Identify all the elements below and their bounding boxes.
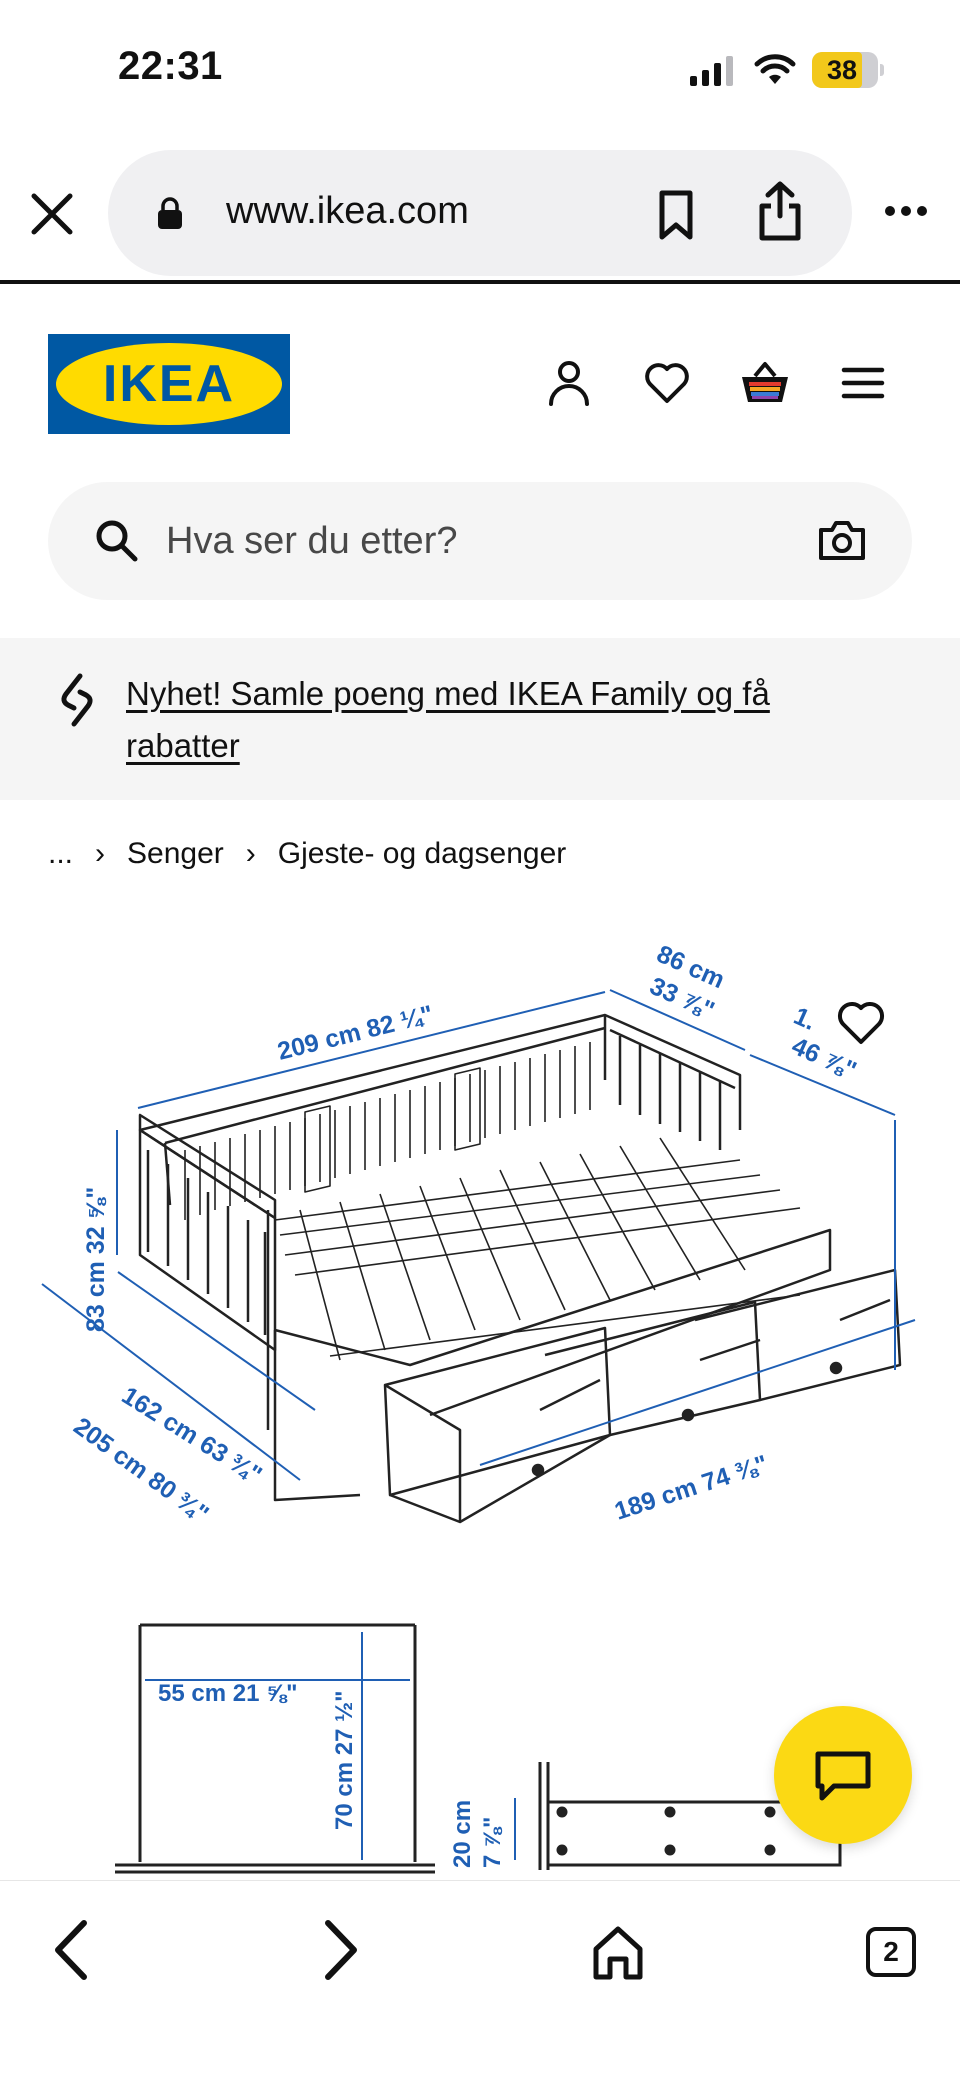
user-account-icon[interactable] [546, 360, 592, 406]
daybed-dimension-drawing: 209 cm 82 ¼" 86 cm 33 ⅞" 1. 46 ⅞" 83 cm … [41, 940, 916, 1874]
menu-hamburger-icon[interactable] [840, 360, 886, 406]
logo-text: IKEA [102, 355, 236, 413]
home-icon[interactable] [592, 1925, 644, 1981]
bookmark-icon[interactable] [656, 190, 696, 240]
ikea-logo[interactable]: IKEA [48, 334, 290, 434]
share-icon[interactable] [756, 180, 804, 242]
site-header: IKEA [0, 288, 960, 468]
search-bar[interactable]: Hva ser du etter? [48, 482, 912, 600]
chat-button[interactable] [774, 1706, 912, 1844]
tabs-button[interactable]: 2 [866, 1927, 916, 1977]
dim-height: 83 cm 32 ⅝" [82, 1187, 110, 1332]
breadcrumb: ... › Senger › Gjeste- og dagsenger [48, 832, 566, 876]
dim-side-a: 1. [790, 1002, 820, 1036]
status-time: 22:31 [118, 44, 223, 88]
chevron-right-icon: › [245, 837, 256, 870]
dim-front: 189 cm 74 ⅜" [611, 1450, 771, 1526]
search-input[interactable]: Hva ser du etter? [166, 520, 458, 562]
battery-indicator: 38 [812, 52, 884, 88]
url-text[interactable]: www.ikea.com [226, 190, 469, 232]
wifi-icon [754, 54, 796, 84]
chevron-right-icon: › [95, 837, 106, 870]
close-icon[interactable] [30, 192, 74, 236]
ikea-family-promo-link[interactable]: Nyhet! Samle poeng med IKEA Family og få… [126, 675, 770, 764]
dim-length: 209 cm 82 ¼" [275, 1000, 436, 1066]
promo-banner: Nyhet! Samle poeng med IKEA Family og få… [0, 638, 960, 800]
breadcrumb-item-gjeste-og-dagsenger[interactable]: Gjeste- og dagsenger [277, 837, 567, 870]
status-bar: 22:31 38 [0, 0, 960, 140]
browser-toolbar: www.ikea.com [0, 140, 960, 284]
tab-count: 2 [883, 1936, 899, 1967]
breadcrumb-item-senger[interactable]: Senger [127, 837, 224, 870]
lock-icon [158, 197, 182, 229]
breadcrumb-ellipsis[interactable]: ... [48, 837, 74, 870]
cellular-signal-icon [690, 56, 733, 86]
favorite-heart-icon[interactable] [836, 1000, 886, 1046]
shopping-basket-icon[interactable] [740, 360, 790, 406]
search-icon [96, 520, 138, 562]
battery-level: 38 [826, 55, 858, 85]
more-options-icon[interactable] [884, 204, 928, 218]
chat-bubble-icon [815, 1751, 871, 1801]
address-bar[interactable]: www.ikea.com [108, 150, 852, 276]
dim-inner-width: 55 cm 21 ⅝" [158, 1680, 297, 1707]
camera-search-icon[interactable] [818, 518, 866, 562]
back-arrow-icon[interactable] [50, 1917, 90, 1983]
product-dimension-image[interactable]: 209 cm 82 ¼" 86 cm 33 ⅞" 1. 46 ⅞" 83 cm … [0, 910, 960, 1878]
dim-drawer-height: 20 cm [449, 1800, 476, 1868]
dim-inner-height: 70 cm 27 ½" [331, 1691, 358, 1830]
forward-arrow-icon[interactable] [322, 1917, 362, 1983]
wishlist-heart-icon[interactable] [644, 360, 690, 406]
link-chain-icon [61, 673, 93, 727]
browser-bottom-bar: 2 [0, 1880, 960, 2081]
dim-drawer-height-in: 7 ⅞" [479, 1817, 506, 1868]
